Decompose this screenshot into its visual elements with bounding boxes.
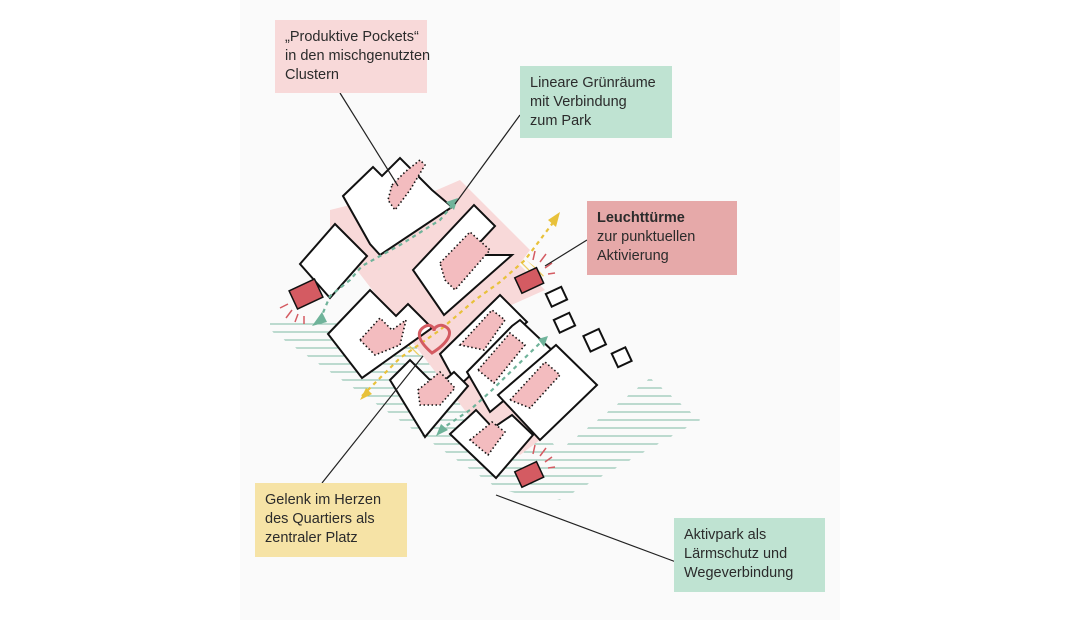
tower-icon bbox=[279, 278, 324, 324]
label-line: zur punktuellen bbox=[597, 229, 696, 245]
label-line: Aktivpark als bbox=[684, 527, 767, 543]
arrow-icon bbox=[312, 198, 548, 436]
label-line: „Produktive Pockets“ bbox=[285, 29, 419, 45]
tower-icon bbox=[513, 444, 556, 489]
label-line: Gelenk im Herzen bbox=[265, 492, 382, 508]
leader-lines bbox=[321, 92, 677, 563]
label-line: Aktivierung bbox=[597, 248, 669, 264]
label-lighthouses: Leuchttürme zur punktuellen Aktivierung bbox=[587, 201, 737, 275]
label-line: zum Park bbox=[530, 113, 592, 129]
label-title: Leuchttürme bbox=[597, 210, 685, 226]
tower-icon bbox=[513, 250, 556, 295]
green-axes bbox=[318, 201, 541, 431]
label-productive-pockets: „Produktive Pockets“ in den mischgenutzt… bbox=[275, 20, 431, 93]
label-line: Clustern bbox=[285, 67, 339, 83]
label-linear-green-spaces: Lineare Grünräume mit Verbindung zum Par… bbox=[520, 66, 672, 138]
arrow-icon bbox=[360, 212, 560, 400]
label-line: zentraler Platz bbox=[265, 530, 358, 546]
label-line: Wegeverbindung bbox=[684, 565, 794, 581]
heart-icon bbox=[417, 323, 451, 355]
label-line: des Quartiers als bbox=[265, 511, 375, 527]
label-central-joint: Gelenk im Herzen des Quartiers als zentr… bbox=[255, 483, 407, 557]
label-activity-park: Aktivpark als Lärmschutz und Wegeverbind… bbox=[674, 518, 825, 592]
label-line: in den mischgenutzten bbox=[285, 48, 431, 64]
label-line: Lärmschutz und bbox=[684, 546, 788, 562]
label-line: mit Verbindung bbox=[530, 94, 627, 110]
productive-pockets bbox=[358, 158, 562, 457]
label-line: Lineare Grünräume bbox=[530, 75, 656, 91]
